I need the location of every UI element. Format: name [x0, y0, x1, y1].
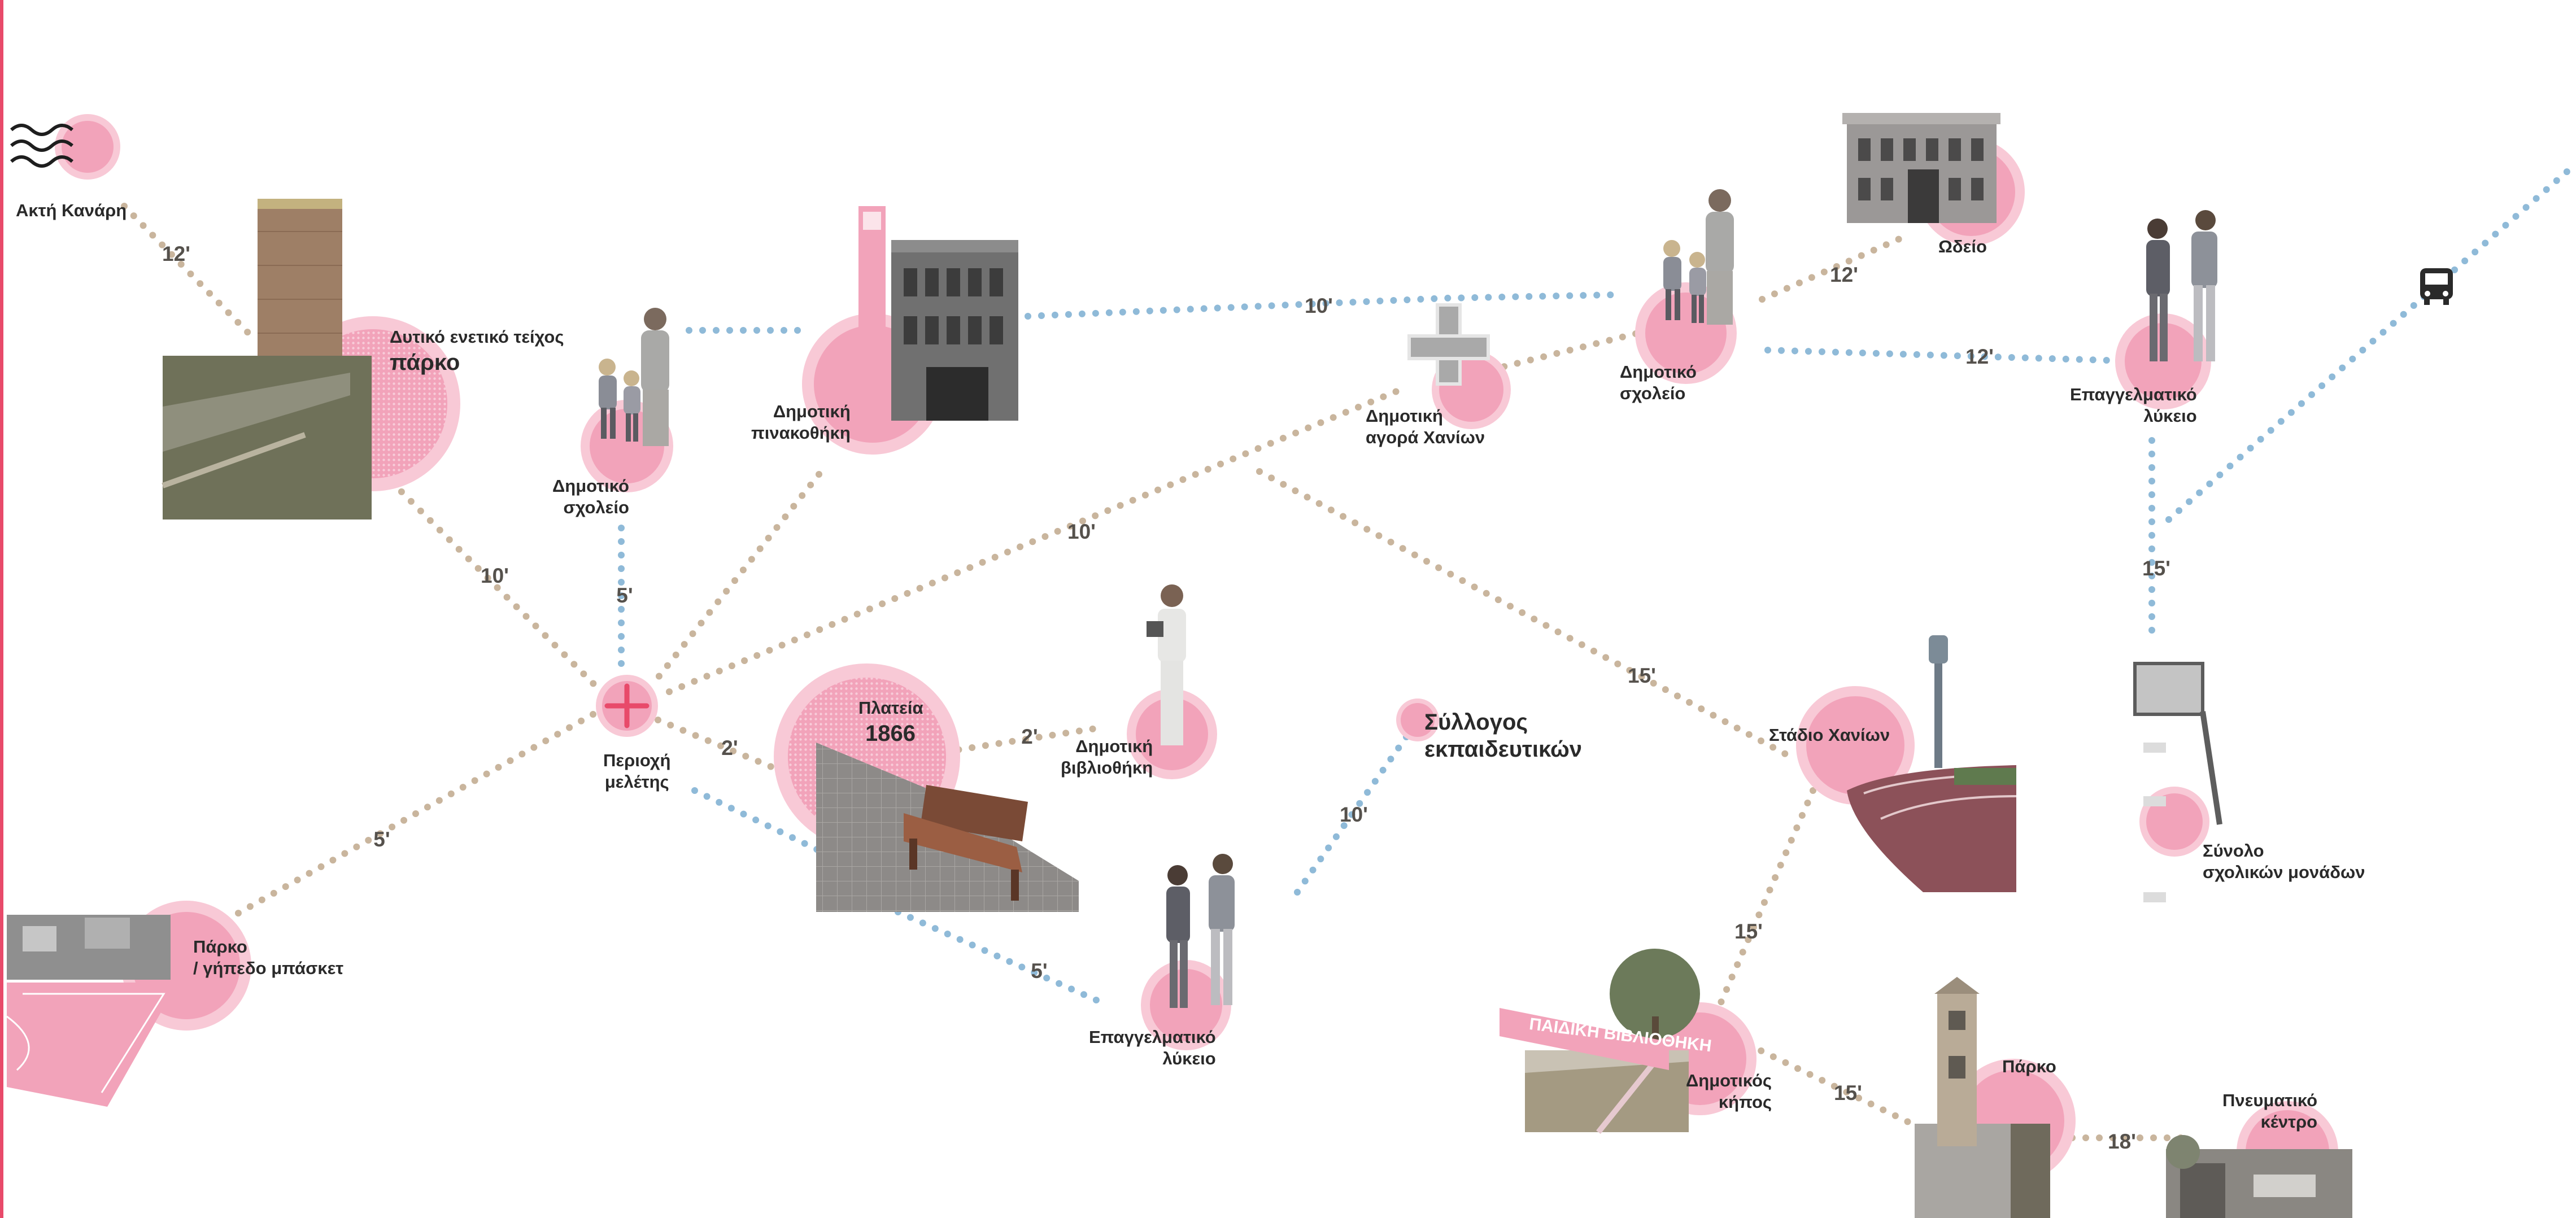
- node-market: [1407, 303, 1511, 429]
- label-lyceum-1: Επαγγελματικό λύκειο: [2070, 385, 2197, 426]
- node-lyceum-1: [2115, 210, 2217, 409]
- label-stadium: Στάδιο Χανίων: [1769, 725, 1890, 745]
- label-square: Πλατεία: [858, 698, 923, 718]
- node-teachers: [1396, 699, 1439, 741]
- node-study-area: [596, 675, 658, 737]
- route-study-market: [666, 386, 1404, 695]
- node-lyceum-2: [1141, 854, 1235, 1050]
- route-bus: [2165, 160, 2576, 523]
- time-school2-lyceum: 12': [1965, 345, 1994, 368]
- route-gallery-school2: [1025, 291, 1619, 320]
- node-conservatory: [1842, 113, 2025, 246]
- label-library: Δημοτική βιβλιοθήκη: [1061, 736, 1153, 778]
- route-school2-conservatory: [1759, 234, 1907, 303]
- label-basket-park: Πάρκο / γήπεδο μπάσκετ: [193, 937, 344, 978]
- label-venetian-wall: Δυτικό ενετικό τείχος: [390, 327, 564, 347]
- label-school-complex: Σύνολο σχολικών μονάδων: [2203, 841, 2365, 882]
- time-lyceum-complex: 15': [2142, 557, 2170, 580]
- cross-icon: [1407, 303, 1490, 386]
- bus-icon: [2420, 268, 2453, 305]
- route-stadium-garden: [1716, 787, 1816, 1009]
- node-basket-park: [6, 901, 251, 1107]
- clock-tower-photo: [1915, 977, 2050, 1218]
- waves-icon: [10, 124, 73, 168]
- node-school-complex: [2133, 662, 2222, 902]
- label-school-2: Δημοτικό σχολείο: [1620, 362, 1697, 403]
- time-study-square: 2': [721, 736, 738, 759]
- node-school-1: [581, 308, 673, 492]
- time-square-library: 2': [1021, 725, 1038, 748]
- route-market-stadium: [1256, 468, 1794, 760]
- time-school-study: 5': [616, 584, 633, 607]
- bench-photo: [816, 743, 1079, 912]
- label-lyceum-2: Επαγγελματικό λύκειο: [1089, 1027, 1216, 1068]
- garden-photo: [1500, 949, 1700, 1134]
- reader-figure: [1147, 584, 1186, 745]
- basket-court-photo: [6, 915, 178, 1107]
- cultural-center-photo: [2166, 1135, 2352, 1218]
- label-conservatory: Ωδείο: [1938, 237, 1987, 256]
- node-akti-kanari: [10, 114, 120, 180]
- time-study-market: 10': [1067, 520, 1096, 543]
- label-park: Πάρκο: [2002, 1057, 2056, 1076]
- label-gallery: Δημοτική πινακοθήκη: [751, 401, 851, 443]
- family-figure: [1663, 189, 1734, 325]
- node-school-2: [1635, 189, 1737, 384]
- students-figure: [2146, 210, 2217, 361]
- label-garden: Δημοτικός κήπος: [1686, 1071, 1772, 1112]
- gallery-building: [858, 206, 1018, 421]
- time-market-stadium: 15': [1628, 664, 1656, 687]
- basketball-hoop-photo: [2133, 662, 2222, 902]
- label-study-area: Περιοχή μελέτης: [603, 750, 671, 792]
- route-kanari-wall: [121, 203, 252, 337]
- time-market-route: 10': [1305, 294, 1333, 317]
- node-library: [1127, 584, 1217, 779]
- node-cultural-center: [2166, 1101, 2352, 1218]
- route-teachers: [1290, 734, 1410, 901]
- route-study-lyceum2: [691, 787, 1105, 1006]
- node-gallery: [802, 206, 1018, 455]
- route-garden-park: [1733, 1036, 1915, 1127]
- time-stadium-garden: 15': [1734, 920, 1763, 943]
- routes-layer: [121, 160, 2576, 1141]
- label-market: Δημοτική αγορά Χανίων: [1366, 406, 1485, 447]
- time-park-center: 18': [2108, 1130, 2136, 1153]
- route-market-school2: [1488, 330, 1641, 373]
- plus-icon: [604, 683, 650, 728]
- wall-photo: [162, 199, 372, 519]
- label-square-year: 1866: [865, 721, 916, 746]
- label-cultural-center: Πνευματικό κέντρο: [2222, 1090, 2318, 1132]
- route-school2-lyceum: [1764, 347, 2110, 364]
- label-teachers: Σύλλογος εκπαιδευτικών: [1424, 710, 1583, 762]
- node-square: [774, 663, 1079, 912]
- label-wall-park: πάρκο: [390, 350, 460, 375]
- route-study-basket: [217, 711, 596, 927]
- route-study-square: [655, 717, 791, 777]
- time-wall-study: 10': [481, 564, 509, 587]
- time-study-basket: 5': [373, 828, 390, 851]
- label-school-1: Δημοτικό σχολείο: [552, 476, 629, 517]
- time-teachers-route: 10': [1340, 803, 1368, 826]
- route-wall-study: [369, 460, 608, 698]
- time-kanari-wall: 12': [162, 242, 190, 265]
- time-school2-conservatory: 12': [1830, 263, 1858, 286]
- label-akti-kanari: Ακτή Κανάρη: [16, 200, 127, 220]
- node-stadium: [1796, 635, 2017, 892]
- students-figure: [1166, 854, 1235, 1008]
- node-park: [1915, 977, 2076, 1218]
- route-gallery-study: [655, 471, 822, 681]
- node-garden: [1500, 949, 1756, 1134]
- time-square-lyceum2: 5': [1031, 959, 1048, 983]
- family-figure: [599, 308, 669, 446]
- time-garden-park: 15': [1834, 1081, 1862, 1105]
- stadium-photo: [1847, 635, 2017, 892]
- conservatory-building: [1842, 113, 2000, 223]
- left-edge-bar: [0, 0, 3, 1218]
- node-venetian-wall: [162, 199, 460, 519]
